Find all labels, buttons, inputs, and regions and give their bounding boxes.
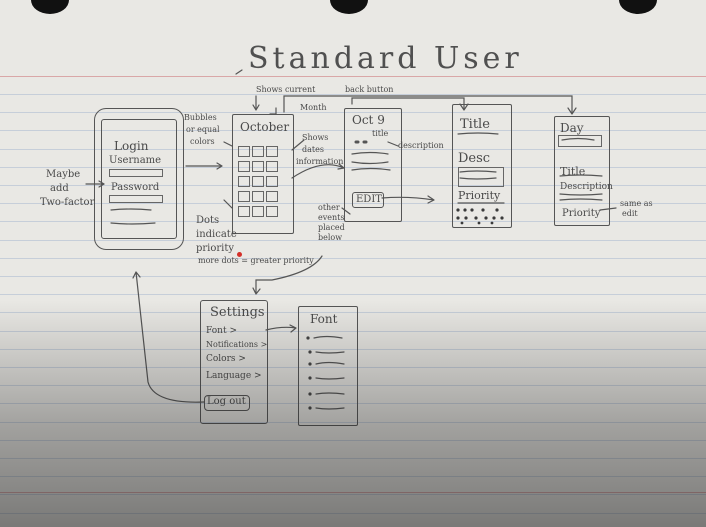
ruled-line	[0, 149, 706, 150]
day-title-note: title	[372, 129, 389, 138]
calendar-day-cell[interactable]	[238, 191, 250, 202]
ruled-line	[0, 294, 706, 295]
calendar-day-cell[interactable]	[252, 146, 264, 157]
edit-priority-label: Priority	[458, 189, 501, 202]
calendar-note-top: Shows current	[256, 85, 316, 94]
add-note-2: edit	[622, 209, 638, 218]
other-note-1: other	[318, 203, 340, 212]
calendar-day-cell[interactable]	[266, 191, 278, 202]
page-title: Standard User	[248, 41, 523, 76]
title-mark	[235, 69, 243, 75]
binder-hole	[31, 0, 69, 14]
arrow-calendar-to-settings	[252, 255, 323, 295]
calendar-day-cell[interactable]	[252, 161, 264, 172]
back-button-note: back button	[345, 85, 394, 94]
calendar-day-cell[interactable]	[252, 191, 264, 202]
add-view-screen	[554, 116, 610, 226]
calendar-day-cell[interactable]	[266, 176, 278, 187]
add-note-1: same as	[620, 199, 653, 208]
arrow-edit	[381, 195, 435, 204]
day-heading: Oct 9	[352, 113, 385, 127]
arrow-settings-to-font	[265, 324, 297, 333]
day-desc-note: description	[398, 141, 444, 150]
username-field[interactable]	[109, 169, 163, 177]
add-title-label: Title	[560, 165, 586, 178]
ruled-line	[0, 130, 706, 131]
arrow-logout-to-login	[132, 271, 205, 403]
ruled-line	[0, 112, 706, 113]
dots-note-3: priority	[196, 243, 235, 254]
username-label: Username	[109, 155, 162, 166]
calendar-note-2: or equal	[186, 125, 220, 134]
edit-desc-label: Desc	[458, 151, 491, 166]
password-field[interactable]	[109, 195, 163, 203]
edit-view-screen	[452, 104, 512, 228]
add-priority-label: Priority	[562, 208, 601, 219]
margin-line	[0, 76, 706, 77]
calendar-arrow-note-2: dates	[302, 145, 324, 154]
other-note-2: events	[318, 213, 345, 222]
connector-edit	[351, 97, 469, 111]
calendar-day-cell[interactable]	[266, 161, 278, 172]
login-note-2: add	[50, 183, 69, 194]
login-note-1: Maybe	[46, 169, 81, 180]
calendar-day-cell[interactable]	[238, 176, 250, 187]
edit-button[interactable]: EDIT	[352, 192, 384, 208]
ruled-line	[0, 258, 706, 259]
other-note-3: placed	[318, 223, 345, 232]
calendar-day-cell[interactable]	[252, 206, 264, 217]
dots-note-2: indicate	[196, 229, 237, 240]
edit-title-label: Title	[460, 117, 490, 132]
day-view-screen	[344, 108, 402, 222]
password-label: Password	[111, 182, 160, 193]
binder-hole	[330, 0, 368, 14]
calendar-screen	[232, 114, 294, 234]
binder-hole	[619, 0, 657, 14]
login-screen	[101, 119, 177, 239]
calendar-note-1: Bubbles	[184, 113, 217, 122]
calendar-note-3: colors	[190, 137, 215, 146]
login-heading: Login	[114, 139, 149, 153]
calendar-arrow-note-1: Shows	[302, 133, 329, 142]
calendar-day-cell[interactable]	[238, 206, 250, 217]
add-day-field[interactable]	[558, 135, 602, 147]
priority-dots	[456, 208, 504, 225]
add-desc-label: Description	[560, 182, 613, 192]
ruled-line	[0, 276, 706, 277]
connector-add	[283, 95, 577, 115]
ruled-line	[0, 94, 706, 95]
calendar-month: October	[240, 120, 290, 134]
calendar-day-cell[interactable]	[266, 206, 278, 217]
dots-note-1: Dots	[196, 215, 220, 226]
login-phone-frame	[94, 108, 184, 250]
calendar-day-cell[interactable]	[266, 146, 278, 157]
other-note-4: below	[318, 233, 343, 242]
calendar-note-month: Month	[300, 103, 327, 112]
calendar-day-cell[interactable]	[238, 161, 250, 172]
edit-button-label: EDIT	[356, 194, 382, 205]
arrow-login-to-calendar	[185, 162, 223, 170]
ruled-line	[0, 240, 706, 241]
add-day-label: Day	[560, 121, 584, 135]
ruled-line	[0, 203, 706, 204]
red-dot	[237, 252, 242, 257]
ruled-line	[0, 185, 706, 186]
login-note-3: Two-factor	[40, 197, 95, 208]
arrow-calendar-to-day	[291, 163, 345, 179]
ruled-line	[0, 167, 706, 168]
calendar-arrow-note-3: information	[296, 157, 344, 166]
edit-desc-field[interactable]	[458, 167, 504, 187]
dots-note-4: more dots = greater priority	[198, 256, 314, 265]
calendar-day-cell[interactable]	[252, 176, 264, 187]
calendar-day-cell[interactable]	[238, 146, 250, 157]
